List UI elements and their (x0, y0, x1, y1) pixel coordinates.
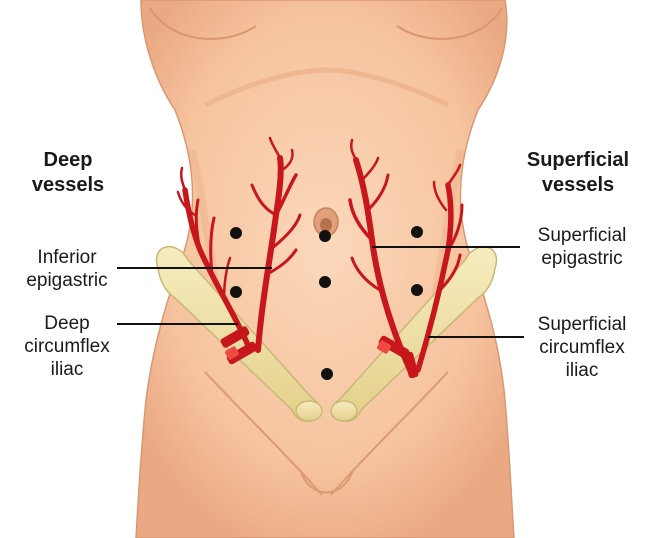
deep-circumflex-iliac-label: Deep circumflex iliac (14, 312, 120, 381)
navel-inner (320, 218, 332, 232)
inferior-epigastric-label: Inferior epigastric (14, 246, 120, 292)
superficial-circumflex-iliac-label: Superficial circumflex iliac (518, 313, 646, 382)
marker-dot (319, 276, 331, 288)
marker-dot (319, 230, 331, 242)
marker-dot (411, 226, 423, 238)
marker-dot (411, 284, 423, 296)
marker-dot (230, 286, 242, 298)
deep-vessels-heading: Deep vessels (14, 148, 122, 198)
marker-dot (230, 227, 242, 239)
superficial-epigastric-label: Superficial epigastric (518, 224, 646, 270)
marker-dot (321, 368, 333, 380)
superficial-vessels-heading: Superficial vessels (510, 148, 646, 198)
